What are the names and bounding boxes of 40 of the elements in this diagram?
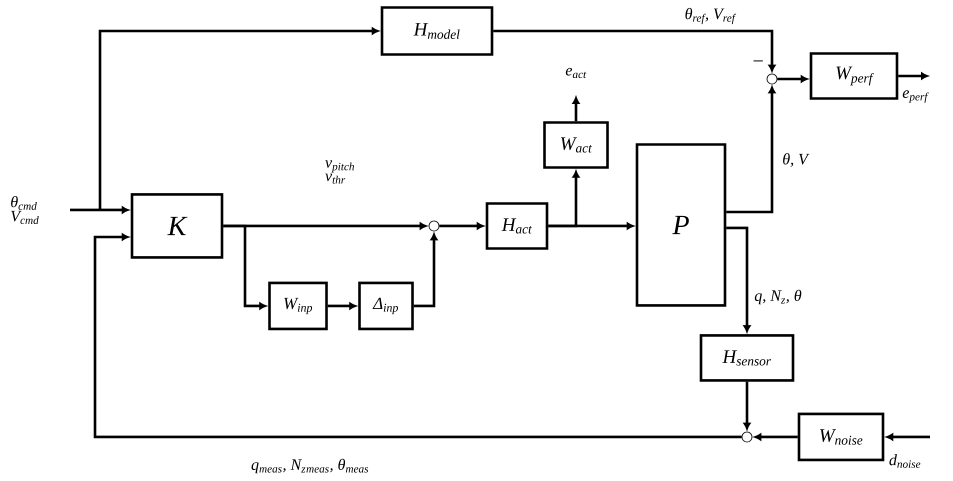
arrow — [886, 433, 930, 441]
arrow — [439, 222, 484, 230]
arrow — [493, 30, 776, 72]
arrow — [726, 86, 776, 214]
arrow — [223, 224, 266, 310]
sign-label: − — [754, 60, 763, 62]
signal-label: d$_{noise}$ — [889, 454, 920, 468]
signal-label: e$_{perf}$ — [902, 90, 929, 103]
block-box: P — [636, 143, 726, 307]
arrow — [328, 302, 356, 310]
signal-label: q$_{meas}$, N$_{zmeas}$, θ$_{meas}$ — [252, 458, 368, 474]
arrow — [898, 72, 928, 80]
block-box: W$_{perf}$ — [810, 52, 898, 100]
arrow — [94, 233, 742, 438]
block-box: K — [130, 193, 224, 259]
arrow — [98, 27, 379, 210]
block-box: H$_{model}$ — [380, 6, 494, 56]
block-box: H$_{act}$ — [486, 202, 548, 250]
arrow — [754, 433, 798, 441]
arrow — [726, 226, 751, 332]
block-box: W$_{inp}$ — [268, 282, 328, 330]
summing-junction — [766, 74, 778, 84]
signal-label: e$_{act}$ — [566, 68, 586, 78]
arrow — [743, 382, 751, 430]
block-box: W$_{act}$ — [543, 121, 609, 169]
block-box: Δ$_{inp}$ — [358, 282, 414, 330]
arrow — [777, 75, 808, 83]
arrow — [414, 233, 438, 308]
arrow — [548, 170, 580, 228]
signal-label: θ$_{ref}$, V$_{ref}$ — [685, 8, 736, 24]
summing-junction — [742, 432, 752, 442]
arrow — [572, 96, 580, 122]
signal-label: v$_{pitch}$ v$_{thr}$ — [325, 160, 354, 184]
arrow — [70, 206, 129, 214]
block-box: W$_{noise}$ — [798, 412, 884, 462]
signal-label: q, N$_{z}$, θ — [754, 290, 802, 304]
block-box: H$_{sensor}$ — [700, 334, 794, 382]
signal-label: θ, V — [783, 153, 810, 167]
signal-label: θ$_{cmd}$ V$_{cmd}$ — [11, 196, 39, 224]
summing-junction — [428, 220, 440, 232]
